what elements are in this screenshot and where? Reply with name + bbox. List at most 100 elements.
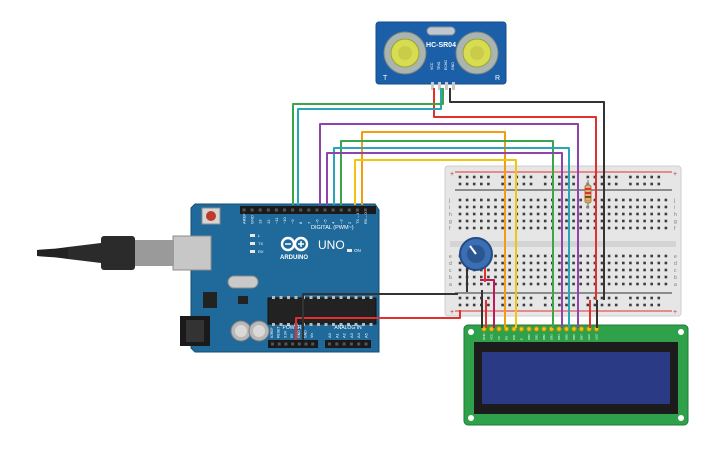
power-pin-label: GND — [297, 330, 301, 338]
digital-pin-label: ~10 — [282, 216, 287, 224]
digital-pin-label: 13 — [258, 219, 263, 224]
power-pin-label: 3.3V — [283, 330, 287, 338]
bb-row-letter: j — [673, 198, 675, 204]
bb-row-letter: c — [449, 268, 452, 274]
wire-orange — [361, 131, 506, 300]
bb-row-letter: f — [674, 226, 676, 232]
bb-plus-bottom: + — [450, 309, 454, 316]
analog-pin-label: A3 — [349, 332, 354, 338]
analog-pin-label: A1 — [334, 332, 339, 338]
analog-pin-label: A4 — [356, 332, 361, 338]
bb-plus-top: + — [450, 171, 454, 178]
bb-row-letter: e — [449, 254, 452, 260]
board-led-labels: L TX RX — [250, 233, 264, 254]
arduino-logo — [280, 236, 309, 252]
lcd-pin-label: DB4 — [557, 334, 561, 340]
sensor-r-label: R — [495, 75, 500, 82]
wire-5v — [295, 310, 461, 340]
bb-row-letter: g — [449, 219, 452, 225]
arduino-brand: ARDUINO — [280, 255, 308, 261]
digital-pin-label: ~9 — [290, 219, 295, 224]
digital-pin-label: 4 — [331, 221, 336, 224]
wire-purple — [319, 123, 579, 300]
lcd-screen — [482, 352, 670, 404]
digital-pin-label: 2 — [347, 221, 352, 224]
analog-pin-label: A2 — [342, 332, 347, 338]
lcd-pin-label: V0 — [497, 336, 501, 340]
board-led-label: L — [258, 233, 261, 238]
board-led-label: TX — [258, 241, 263, 246]
wire-gnd — [302, 293, 458, 340]
bb-row-letter: h — [674, 212, 677, 218]
bb-row-letter: g — [674, 219, 677, 225]
digital-pin-label: GND — [250, 215, 255, 224]
analog-header-label: ANALOG IN — [334, 325, 362, 331]
sensor-pin-label: TRIG — [437, 61, 441, 70]
bb-row-letter: e — [674, 254, 677, 260]
bb-row-letter: a — [674, 282, 677, 288]
digital-pin-label: 7 — [306, 221, 311, 224]
bb-plus-bottom-right: + — [673, 309, 677, 316]
wire-sensor-trig — [297, 88, 442, 205]
digital-pin-label: 12 — [266, 219, 271, 224]
sensor-t-label: T — [383, 75, 388, 82]
bb-row-letter: a — [449, 282, 452, 288]
analog-pin-label: A5 — [364, 332, 369, 338]
wire-teal-2 — [333, 147, 570, 300]
wire-purple-2 — [326, 152, 563, 300]
sensor-pin-label: VCC — [430, 62, 434, 70]
digital-pin-label: 8 — [298, 221, 303, 224]
digital-header-label: DIGITAL (PWM~) — [311, 225, 354, 231]
bb-row-letter: h — [449, 212, 452, 218]
digital-pin-label: TX→1 — [355, 212, 360, 224]
arduino-uno: ARDUINO UNO DIGITAL (PWM~) ON L TX RX AREF… — [37, 203, 380, 353]
arduino-model: UNO — [318, 238, 345, 252]
bb-row-letter: d — [449, 261, 452, 267]
power-pin-label: GND — [304, 330, 308, 338]
digital-pin-label: ~11 — [274, 217, 279, 224]
lcd-pin-label: DB1 — [535, 334, 539, 340]
sensor-model-label: HC-SR04 — [426, 42, 456, 49]
digital-pin-label: AREF — [242, 213, 247, 224]
lcd-pin-label: DB3 — [550, 334, 554, 340]
lcd-pin-label: DB5 — [565, 334, 569, 340]
potentiometer[interactable] — [459, 237, 493, 271]
bb-row-letter: i — [674, 205, 675, 211]
power-pin-label: Vin — [310, 333, 314, 338]
wires — [292, 88, 605, 340]
digital-pin-label: ~5 — [323, 219, 328, 224]
lcd-pin-label: GND — [482, 333, 486, 341]
lcd-pin-label: LED — [587, 333, 591, 340]
bb-row-letter: b — [674, 275, 677, 281]
digital-pin-label: ~6 — [314, 219, 319, 224]
resistor — [584, 180, 592, 208]
sensor-pin-label: GND — [451, 62, 455, 70]
wire-green-2 — [340, 140, 554, 300]
bb-row-letter: f — [449, 226, 451, 232]
bb-row-letter: i — [449, 205, 450, 211]
wire-sensor-vcc — [433, 88, 597, 300]
bb-row-letter: d — [674, 261, 677, 267]
digital-pin-label: RX←0 — [363, 211, 368, 224]
lcd-pin-label: DB2 — [542, 334, 546, 340]
lcd-pin-label: RW — [512, 335, 516, 340]
bb-row-letter: j — [448, 198, 450, 204]
bb-plus-top-right: + — [673, 171, 677, 178]
lcd-pin-label: RS — [505, 336, 509, 340]
board-led-label: RX — [258, 249, 264, 254]
on-led-label: ON — [354, 248, 361, 253]
lcd-pin-label: DB6 — [572, 334, 576, 340]
digital-pin-label: ~3 — [339, 219, 344, 224]
lcd-pin-label: E — [520, 338, 524, 340]
bb-row-letter: b — [449, 275, 452, 281]
lcd-pin-label: DB7 — [580, 334, 584, 340]
wire-sensor-gnd — [449, 88, 605, 300]
power-pin-label: RESET — [277, 325, 281, 338]
analog-pin-label: A0 — [327, 332, 332, 338]
lcd-pin-label: VCC — [490, 333, 494, 340]
